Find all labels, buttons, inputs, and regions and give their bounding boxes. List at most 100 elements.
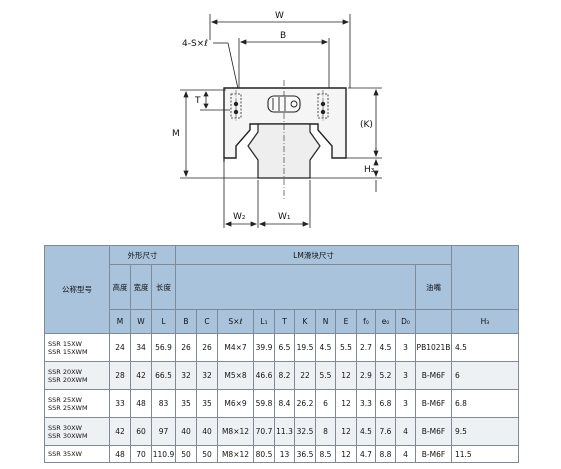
- cell-oil: B-M6F: [415, 445, 452, 463]
- cell-l1: 46.6: [253, 361, 275, 390]
- cell-d0: 3: [395, 333, 416, 362]
- cell-l: 110.9: [151, 445, 176, 463]
- cell-k: 22: [294, 361, 316, 390]
- cell-t: 8.2: [274, 361, 295, 390]
- header-sym-e: E: [335, 309, 357, 334]
- cell-t: 8.4: [274, 389, 295, 418]
- cell-k: 26.2: [294, 389, 316, 418]
- cell-l: 97: [151, 417, 176, 446]
- cell-oil: B-M6F: [415, 417, 452, 446]
- cell-l: 83: [151, 389, 176, 418]
- header-width: 宽度: [130, 264, 152, 310]
- cell-f0: 4.7: [356, 445, 376, 463]
- cell-e: 12: [335, 389, 357, 418]
- header-sym-oil-spacer: [415, 309, 452, 334]
- cell-b: 32: [175, 361, 197, 390]
- cell-h3: 6.8: [451, 389, 519, 418]
- cell-d0: 3: [395, 389, 416, 418]
- cell-d0: 4: [395, 417, 416, 446]
- table-row: SSR 35XW 48 70 110.9 50 50 M8×12 80.5 13…: [44, 445, 519, 463]
- cell-c: 40: [196, 417, 218, 446]
- cell-t: 6.5: [274, 333, 295, 362]
- cell-f0: 2.9: [356, 361, 376, 390]
- cell-e0: 7.6: [375, 417, 396, 446]
- cell-b: 50: [175, 445, 197, 463]
- cell-n: 8: [315, 417, 336, 446]
- cell-n: 5.5: [315, 361, 336, 390]
- header-sym-f0: f₀: [356, 309, 376, 334]
- cell-n: 6: [315, 389, 336, 418]
- cell-s: M6×9: [217, 389, 254, 418]
- cell-l1: 80.5: [253, 445, 275, 463]
- label-b: B: [280, 31, 286, 41]
- cell-s: M4×7: [217, 333, 254, 362]
- cell-w: 48: [130, 389, 152, 418]
- label-t: T: [194, 96, 201, 106]
- cell-w: 34: [130, 333, 152, 362]
- cell-n: 8.5: [315, 445, 336, 463]
- cell-e: 12: [335, 361, 357, 390]
- cell-c: 26: [196, 333, 218, 362]
- header-sym-m: M: [109, 309, 131, 334]
- cell-b: 40: [175, 417, 197, 446]
- cell-k: 36.5: [294, 445, 316, 463]
- cell-f0: 4.5: [356, 417, 376, 446]
- header-sym-w: W: [130, 309, 152, 334]
- cell-e: 12: [335, 445, 357, 463]
- header-sym-h3: H₃: [451, 309, 519, 334]
- cell-h3: 9.5: [451, 417, 519, 446]
- cell-h3: 4.5: [451, 333, 519, 362]
- cell-w: 60: [130, 417, 152, 446]
- header-outer: 外形尺寸: [109, 245, 176, 265]
- cell-e0: 6.8: [375, 389, 396, 418]
- header-sym-d0: D₀: [395, 309, 416, 334]
- header-sym-l1: L₁: [253, 309, 275, 334]
- cell-c: 32: [196, 361, 218, 390]
- spec-table: 公称型号 外形尺寸 LM滑块尺寸 高度 宽度 长度 油嘴 M W L B C S…: [44, 245, 519, 463]
- label-w2: W₂: [233, 212, 246, 222]
- cell-l1: 59.8: [253, 389, 275, 418]
- header-lm: LM滑块尺寸: [175, 245, 452, 265]
- cell-m: 48: [109, 445, 131, 463]
- header-blank: [451, 245, 519, 310]
- label-s-l: 4-S×ℓ: [182, 39, 208, 49]
- cell-e: 5.5: [335, 333, 357, 362]
- header-height: 高度: [109, 264, 131, 310]
- label-k: (K): [360, 120, 373, 130]
- cell-m: 42: [109, 417, 131, 446]
- cell-n: 4.5: [315, 333, 336, 362]
- cell-l1: 39.9: [253, 333, 275, 362]
- cell-d0: 3: [395, 361, 416, 390]
- cell-model: SSR 35XW: [44, 445, 110, 463]
- cell-h3: 6: [451, 361, 519, 390]
- cell-t: 13: [274, 445, 295, 463]
- header-sym-e0: e₀: [375, 309, 396, 334]
- cell-e0: 8.8: [375, 445, 396, 463]
- cell-f0: 3.3: [356, 389, 376, 418]
- cell-k: 19.5: [294, 333, 316, 362]
- cell-l: 56.9: [151, 333, 176, 362]
- header-sym-s: S×ℓ: [217, 309, 254, 334]
- cell-h3: 11.5: [451, 445, 519, 463]
- header-sym-b: B: [175, 309, 197, 334]
- cell-e0: 5.2: [375, 361, 396, 390]
- cross-section-drawing: W B 4-S×ℓ T M (K) H₃ W₂ W₁: [172, 11, 382, 228]
- label-m: M: [172, 129, 180, 139]
- label-w: W: [275, 11, 284, 21]
- header-sym-n: N: [315, 309, 336, 334]
- label-w1: W₁: [278, 212, 291, 222]
- header-length: 长度: [151, 264, 176, 310]
- cell-s: M8×12: [217, 445, 254, 463]
- cell-f0: 2.7: [356, 333, 376, 362]
- label-h3: H₃: [364, 165, 375, 175]
- cell-w: 42: [130, 361, 152, 390]
- cell-w: 70: [130, 445, 152, 463]
- cell-l: 66.5: [151, 361, 176, 390]
- cell-oil: PB1021B: [415, 333, 452, 362]
